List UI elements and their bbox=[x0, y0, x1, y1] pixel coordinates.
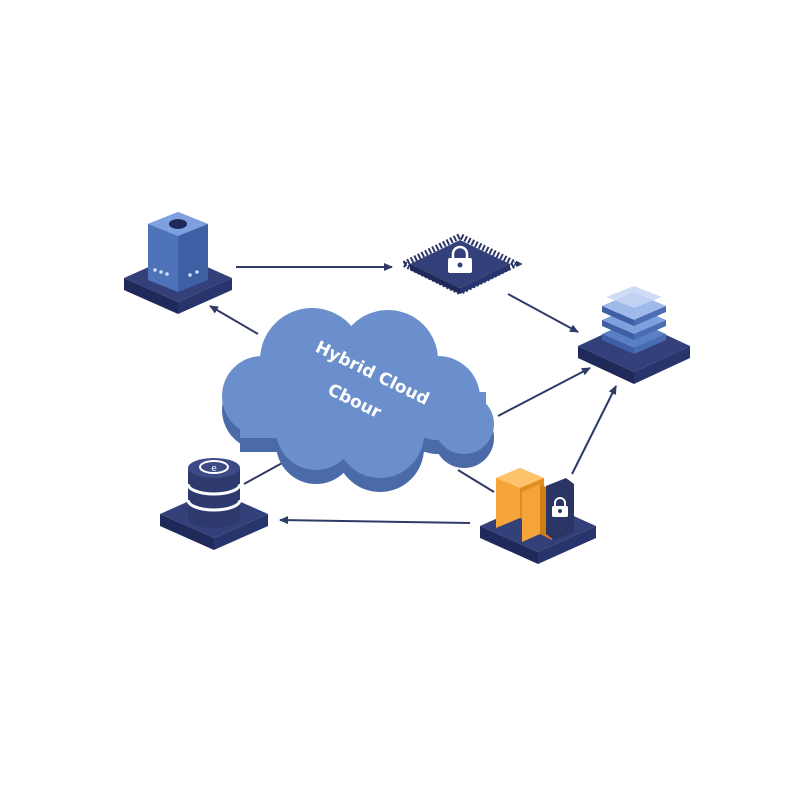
connector-cloud-to-files bbox=[457, 469, 495, 493]
arrow-chip-to-storage bbox=[507, 293, 579, 333]
secure-files-icon bbox=[496, 468, 574, 542]
svg-text:e: e bbox=[211, 464, 217, 474]
connectors bbox=[209, 263, 617, 525]
connector-cloud-to-database bbox=[243, 461, 285, 485]
cloud-icon bbox=[222, 308, 494, 492]
arrow-files-to-storage bbox=[571, 385, 617, 475]
arrow-cloud-to-storage bbox=[497, 367, 591, 417]
server-tower-node bbox=[124, 212, 232, 314]
arrow-cloud-to-server bbox=[209, 305, 259, 335]
database-icon: e bbox=[186, 458, 242, 528]
storage-stack-node bbox=[578, 286, 690, 384]
storage-stack-icon bbox=[602, 286, 666, 354]
arrow-files-to-database bbox=[279, 516, 471, 525]
hybrid-cloud: Hybrid Cloud Cbour bbox=[222, 308, 494, 492]
secure-chip-icon bbox=[397, 232, 523, 296]
secure-chip-node bbox=[397, 232, 523, 296]
database-node: e bbox=[160, 458, 268, 550]
secure-files-node bbox=[480, 468, 596, 564]
server-tower-icon bbox=[148, 212, 208, 292]
